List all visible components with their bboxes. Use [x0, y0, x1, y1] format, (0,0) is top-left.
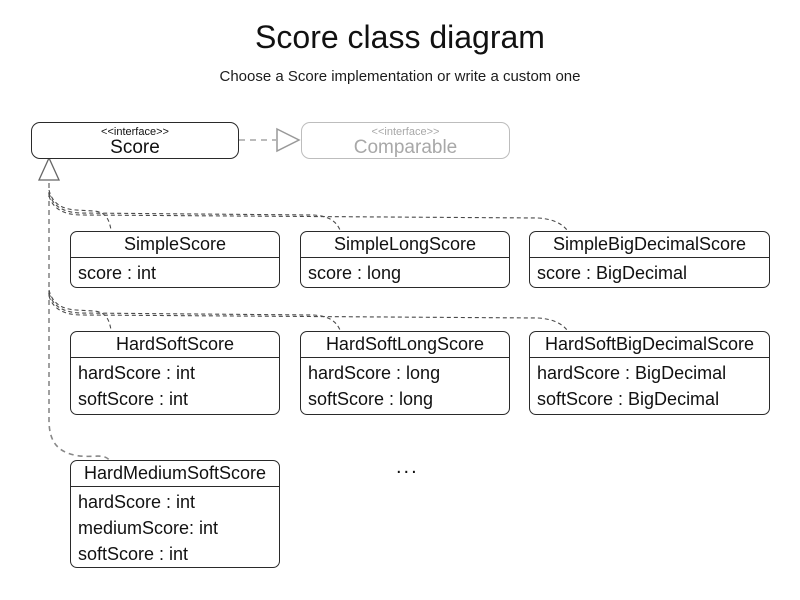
class-attribute: softScore : int [78, 544, 189, 564]
class-attribute: softScore : BigDecimal [537, 389, 720, 409]
stereotype-label: <<interface>> [101, 126, 169, 138]
branch-connector-simplescore [48, 189, 112, 231]
class-box-hardsoftscore: HardSoftScore hardScore : int softScore … [70, 331, 280, 415]
class-attribute: score : long [308, 263, 402, 283]
class-attribute: softScore : int [78, 389, 189, 409]
diagram-title: Score class diagram [255, 19, 545, 55]
class-attribute: mediumScore: int [78, 518, 219, 538]
class-attribute: hardScore : long [308, 363, 441, 383]
class-name: SimpleScore [71, 232, 279, 258]
interface-name: Comparable [353, 137, 458, 158]
class-name: HardSoftScore [71, 332, 279, 358]
interface-name: Score [110, 137, 160, 158]
diagram-subtitle: Choose a Score implementation or write a… [219, 68, 581, 85]
interface-box-comparable: <<interface>> Comparable [301, 122, 510, 159]
class-box-hardmediumsoftscore: HardMediumSoftScore hardScore : int medi… [70, 460, 280, 568]
class-box-simplelongscore: SimpleLongScore score : long [300, 231, 510, 288]
class-box-hardsoftbigdecimalscore: HardSoftBigDecimalScore hardScore : BigD… [529, 331, 770, 415]
class-attribute: score : int [78, 263, 157, 283]
class-name: SimpleBigDecimalScore [530, 232, 769, 258]
trunk-connector-hardmediumsoftscore [48, 183, 111, 462]
class-attribute: hardScore : int [78, 363, 196, 383]
class-box-simplescore: SimpleScore score : int [70, 231, 280, 288]
class-attribute: hardScore : BigDecimal [537, 363, 727, 383]
class-name: HardSoftLongScore [301, 332, 509, 358]
class-attribute: score : BigDecimal [537, 263, 688, 283]
class-attribute: hardScore : int [78, 492, 196, 512]
realization-arrowhead-icon [276, 127, 301, 153]
branch-connector-simplebigdecimalscore [48, 195, 568, 231]
class-name: SimpleLongScore [301, 232, 509, 258]
stereotype-label: <<interface>> [371, 126, 440, 138]
interface-box-score: <<interface>> Score [31, 122, 239, 159]
branch-connector-hardsoftbigdecimalscore [48, 295, 568, 331]
branch-connector-simplelongscore [48, 192, 341, 231]
class-name: HardMediumSoftScore [71, 461, 279, 487]
generalization-arrowhead-icon [37, 156, 61, 181]
branch-connector-hardsoftlongscore [48, 292, 341, 331]
class-name: HardSoftBigDecimalScore [530, 332, 769, 358]
class-attribute: softScore : long [308, 389, 434, 409]
more-implementations-ellipsis: ... [396, 456, 419, 478]
class-box-hardsoftlongscore: HardSoftLongScore hardScore : long softS… [300, 331, 510, 415]
branch-connector-hardsoftscore [48, 289, 112, 331]
class-box-simplebigdecimalscore: SimpleBigDecimalScore score : BigDecimal [529, 231, 770, 288]
